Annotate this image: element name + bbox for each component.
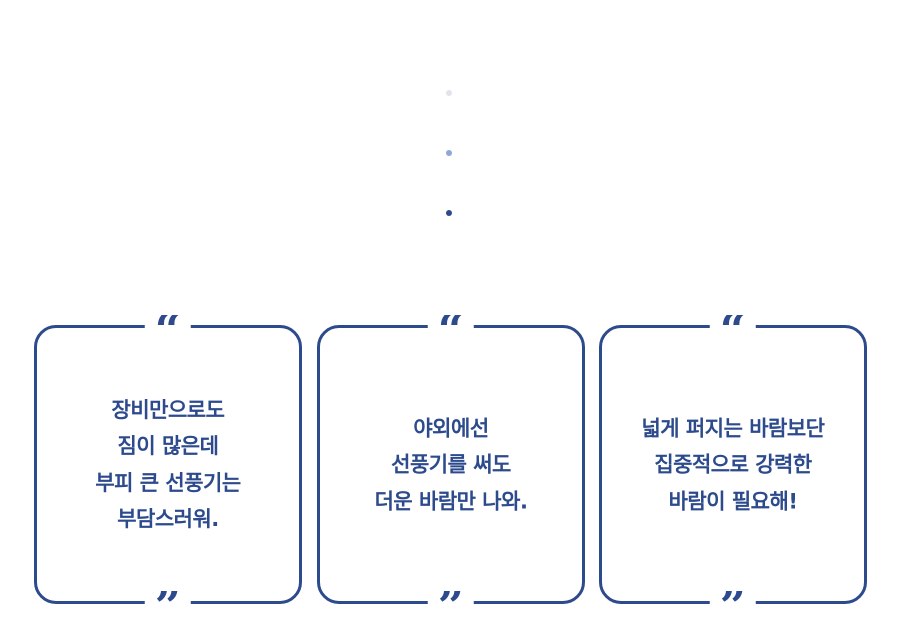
progress-dot-2 (446, 150, 452, 156)
close-quote-icon: ” (427, 591, 475, 621)
open-quote-icon: “ (144, 315, 192, 345)
quote-line: 더운 바람만 나와. (374, 488, 528, 513)
progress-dot-3 (446, 210, 452, 216)
quote-card-2: “ 야외에선 선풍기를 써도 더운 바람만 나와. ” (317, 315, 585, 621)
close-quote-icon: ” (709, 591, 757, 621)
quote-line: 야외에선 (413, 415, 489, 440)
quote-line: 부피 큰 선풍기는 (95, 470, 241, 495)
quote-text: 넓게 퍼지는 바람보단 집중적으로 강력한 바람이 필요해! (602, 410, 864, 520)
quote-card-3: “ 넓게 퍼지는 바람보단 집중적으로 강력한 바람이 필요해! ” (599, 315, 867, 621)
quote-line: 짐이 많은데 (117, 434, 219, 458)
quote-text: 야외에선 선풍기를 써도 더운 바람만 나와. (320, 410, 582, 520)
quote-line: 부담스러워. (117, 507, 219, 531)
quote-line: 집중적으로 강력한 (654, 452, 812, 477)
progress-dot-1 (446, 90, 452, 96)
open-quote-icon: “ (709, 315, 757, 345)
quote-line: 넓게 퍼지는 바람보단 (641, 415, 825, 440)
quote-line: 선풍기를 써도 (391, 452, 511, 477)
quote-card-1: “ 장비만으로도 짐이 많은데 부피 큰 선풍기는 부담스러워. ” (34, 315, 302, 621)
quote-line: 바람이 필요해! (668, 488, 798, 513)
quote-line: 장비만으로도 (111, 397, 225, 422)
quote-text: 장비만으로도 짐이 많은데 부피 큰 선풍기는 부담스러워. (37, 392, 299, 538)
open-quote-icon: “ (427, 315, 475, 345)
close-quote-icon: ” (144, 591, 192, 621)
